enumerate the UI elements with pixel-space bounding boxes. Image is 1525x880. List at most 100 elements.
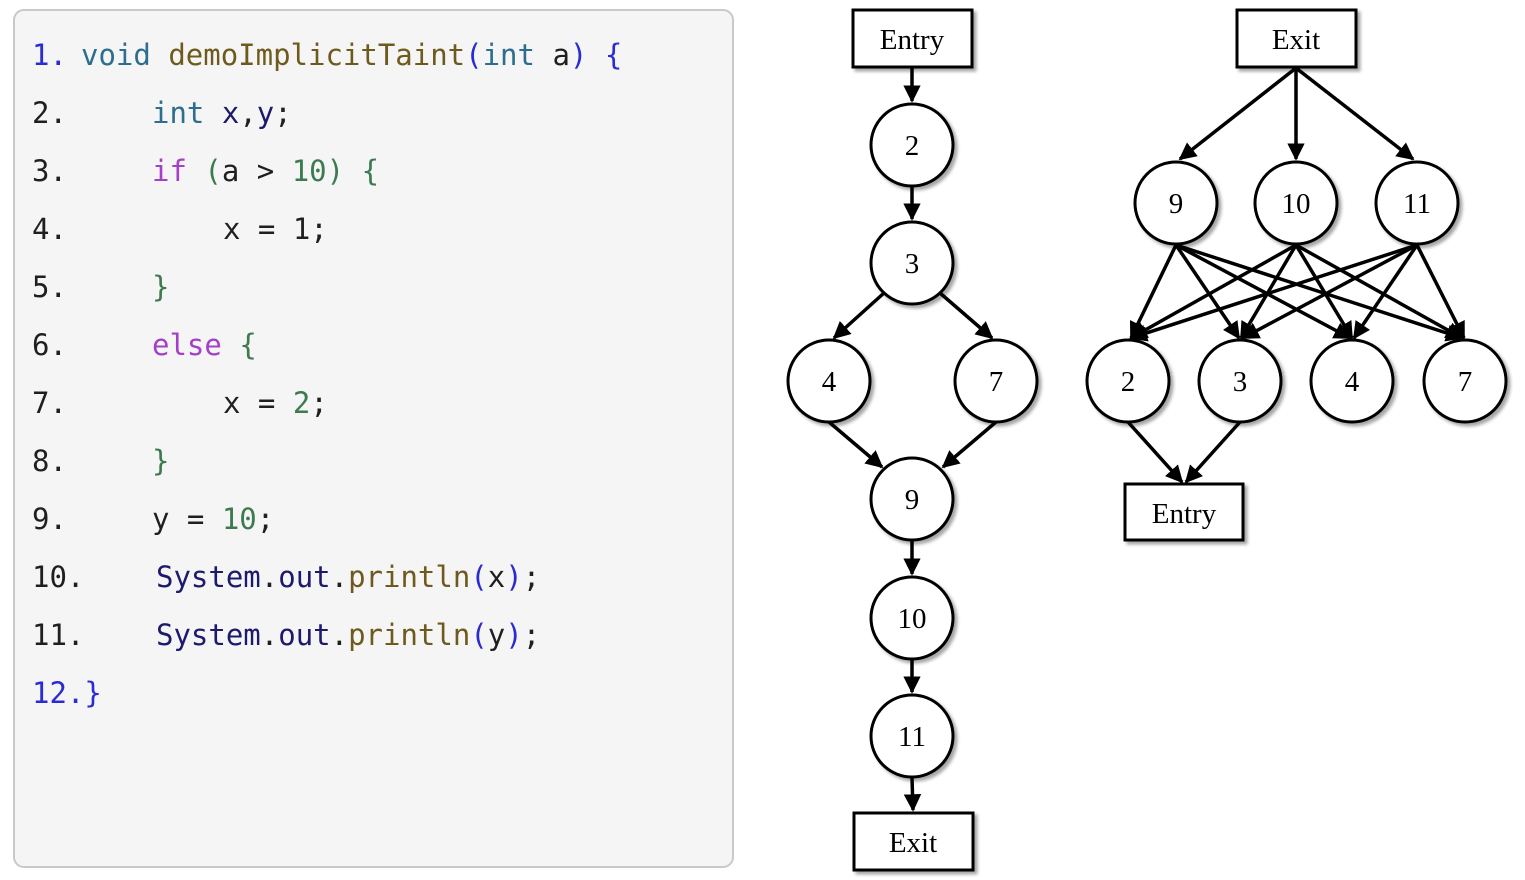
pdg-entry-label: Entry (1152, 498, 1217, 530)
brace-close: } (152, 444, 170, 478)
line-number: 1. (32, 38, 67, 72)
var-x: x (221, 96, 240, 130)
pdg-entry-node: Entry (1123, 482, 1245, 542)
line-number: 3. (32, 154, 67, 188)
statement: x = (223, 386, 293, 420)
brace-open: { (239, 328, 257, 362)
pdg-node-label: 11 (1403, 188, 1431, 220)
code-line-6: 6.else { (32, 325, 257, 365)
operator-gt: > (239, 154, 292, 188)
code-line-3: 3.if (a > 10) { (32, 151, 379, 191)
code-line-2: 2.int x,y; (32, 93, 292, 133)
cfg-node-label: 4 (822, 366, 837, 398)
pdg-graph: Exit 9 10 11 2 3 4 7 (1085, 8, 1508, 542)
brace-close: } (152, 270, 170, 304)
cfg-entry-label: Entry (880, 24, 945, 56)
cfg-entry-node: Entry (851, 8, 974, 69)
cfg-edge (903, 777, 922, 812)
cfg-node-11: 11 (869, 693, 955, 779)
line-number: 4. (32, 212, 67, 246)
cfg-node-label: 10 (898, 603, 927, 635)
brace-open: { (361, 154, 380, 188)
field-out: out (278, 618, 331, 652)
dot: . (260, 618, 279, 652)
dot: . (260, 560, 279, 594)
keyword-void: void (81, 38, 151, 72)
semicolon: ; (522, 560, 541, 594)
cfg-edge (938, 291, 994, 340)
pdg-edge (1129, 243, 1418, 342)
line-number: 11. (32, 618, 85, 652)
paren-open: ( (465, 38, 483, 72)
cfg-node-label: 7 (989, 366, 1004, 398)
method-println: println (348, 560, 471, 594)
pdg-node-label: 10 (1282, 188, 1311, 220)
statement: x = 1; (223, 212, 328, 246)
pdg-node-label: 7 (1458, 366, 1473, 398)
pdg-node-9: 9 (1133, 160, 1219, 246)
pdg-edge (1129, 244, 1178, 340)
keyword-else: else (152, 328, 222, 362)
cfg-node-label: 2 (905, 130, 920, 162)
var-y: y (487, 618, 506, 652)
line-number: 10. (32, 560, 85, 594)
pdg-edge (1174, 244, 1241, 340)
pdg-node-label: 9 (1169, 188, 1184, 220)
param-a: a (552, 38, 570, 72)
number: 2 (292, 386, 311, 420)
pdg-edge (1294, 244, 1354, 340)
keyword-if: if (152, 154, 187, 188)
pdg-edge (1415, 244, 1466, 340)
pdg-edge (1175, 243, 1352, 340)
cfg-exit-node: Exit (852, 811, 975, 872)
pdg-edge (1129, 243, 1297, 340)
cfg-node-2: 2 (869, 102, 955, 188)
var-a: a (221, 154, 240, 188)
class-system: System (156, 560, 261, 594)
cfg-node-9: 9 (869, 456, 955, 542)
line-number: 9. (32, 502, 67, 536)
field-out: out (278, 560, 331, 594)
cfg-exit-label: Exit (889, 827, 937, 859)
type-int: int (482, 38, 535, 72)
paren-close: ) (569, 38, 588, 72)
cfg-edge (832, 291, 886, 340)
pdg-exit-node: Exit (1235, 8, 1358, 69)
brace-open: { (604, 38, 623, 72)
cfg-node-10: 10 (869, 575, 955, 661)
line-number: 2. (32, 96, 67, 130)
cfg-node-4: 4 (786, 338, 872, 424)
semicolon: ; (256, 502, 275, 536)
pdg-node-label: 4 (1345, 366, 1360, 398)
pdg-edge (1241, 243, 1418, 340)
semicolon: ; (522, 618, 541, 652)
code-line-10: 10.System.out.println(x); (32, 557, 540, 597)
code-line-8: 8.} (32, 441, 169, 481)
cfg-edge (941, 420, 998, 469)
code-panel: 1.void demoImplicitTaint(int a) { 2.int … (13, 9, 734, 868)
pdg-node-label: 2 (1121, 366, 1136, 398)
semicolon: ; (310, 386, 328, 420)
code-line-4: 4. x = 1; (32, 209, 328, 249)
paren-close: ) (326, 154, 345, 188)
code-line-5: 5.} (32, 267, 169, 307)
var-y: y (256, 96, 275, 130)
paren-open: ( (470, 560, 488, 594)
cfg-node-3: 3 (869, 220, 955, 306)
method-println: println (348, 618, 471, 652)
line-number: 5. (32, 270, 67, 304)
cfg-graph: Entry 2 3 4 7 9 10 11 (786, 8, 1039, 872)
code-line-9: 9.y = 10; (32, 499, 274, 539)
line-number: 12. (32, 676, 85, 710)
pdg-edge (1126, 420, 1184, 484)
type-int: int (152, 96, 205, 130)
var-x: x (487, 560, 506, 594)
dot: . (330, 560, 349, 594)
pdg-node-11: 11 (1374, 160, 1460, 246)
dot: . (330, 618, 349, 652)
pdg-node-10: 10 (1253, 160, 1339, 246)
pdg-node-4: 4 (1309, 338, 1395, 424)
pdg-node-7: 7 (1422, 338, 1508, 424)
brace-close: } (84, 676, 102, 710)
